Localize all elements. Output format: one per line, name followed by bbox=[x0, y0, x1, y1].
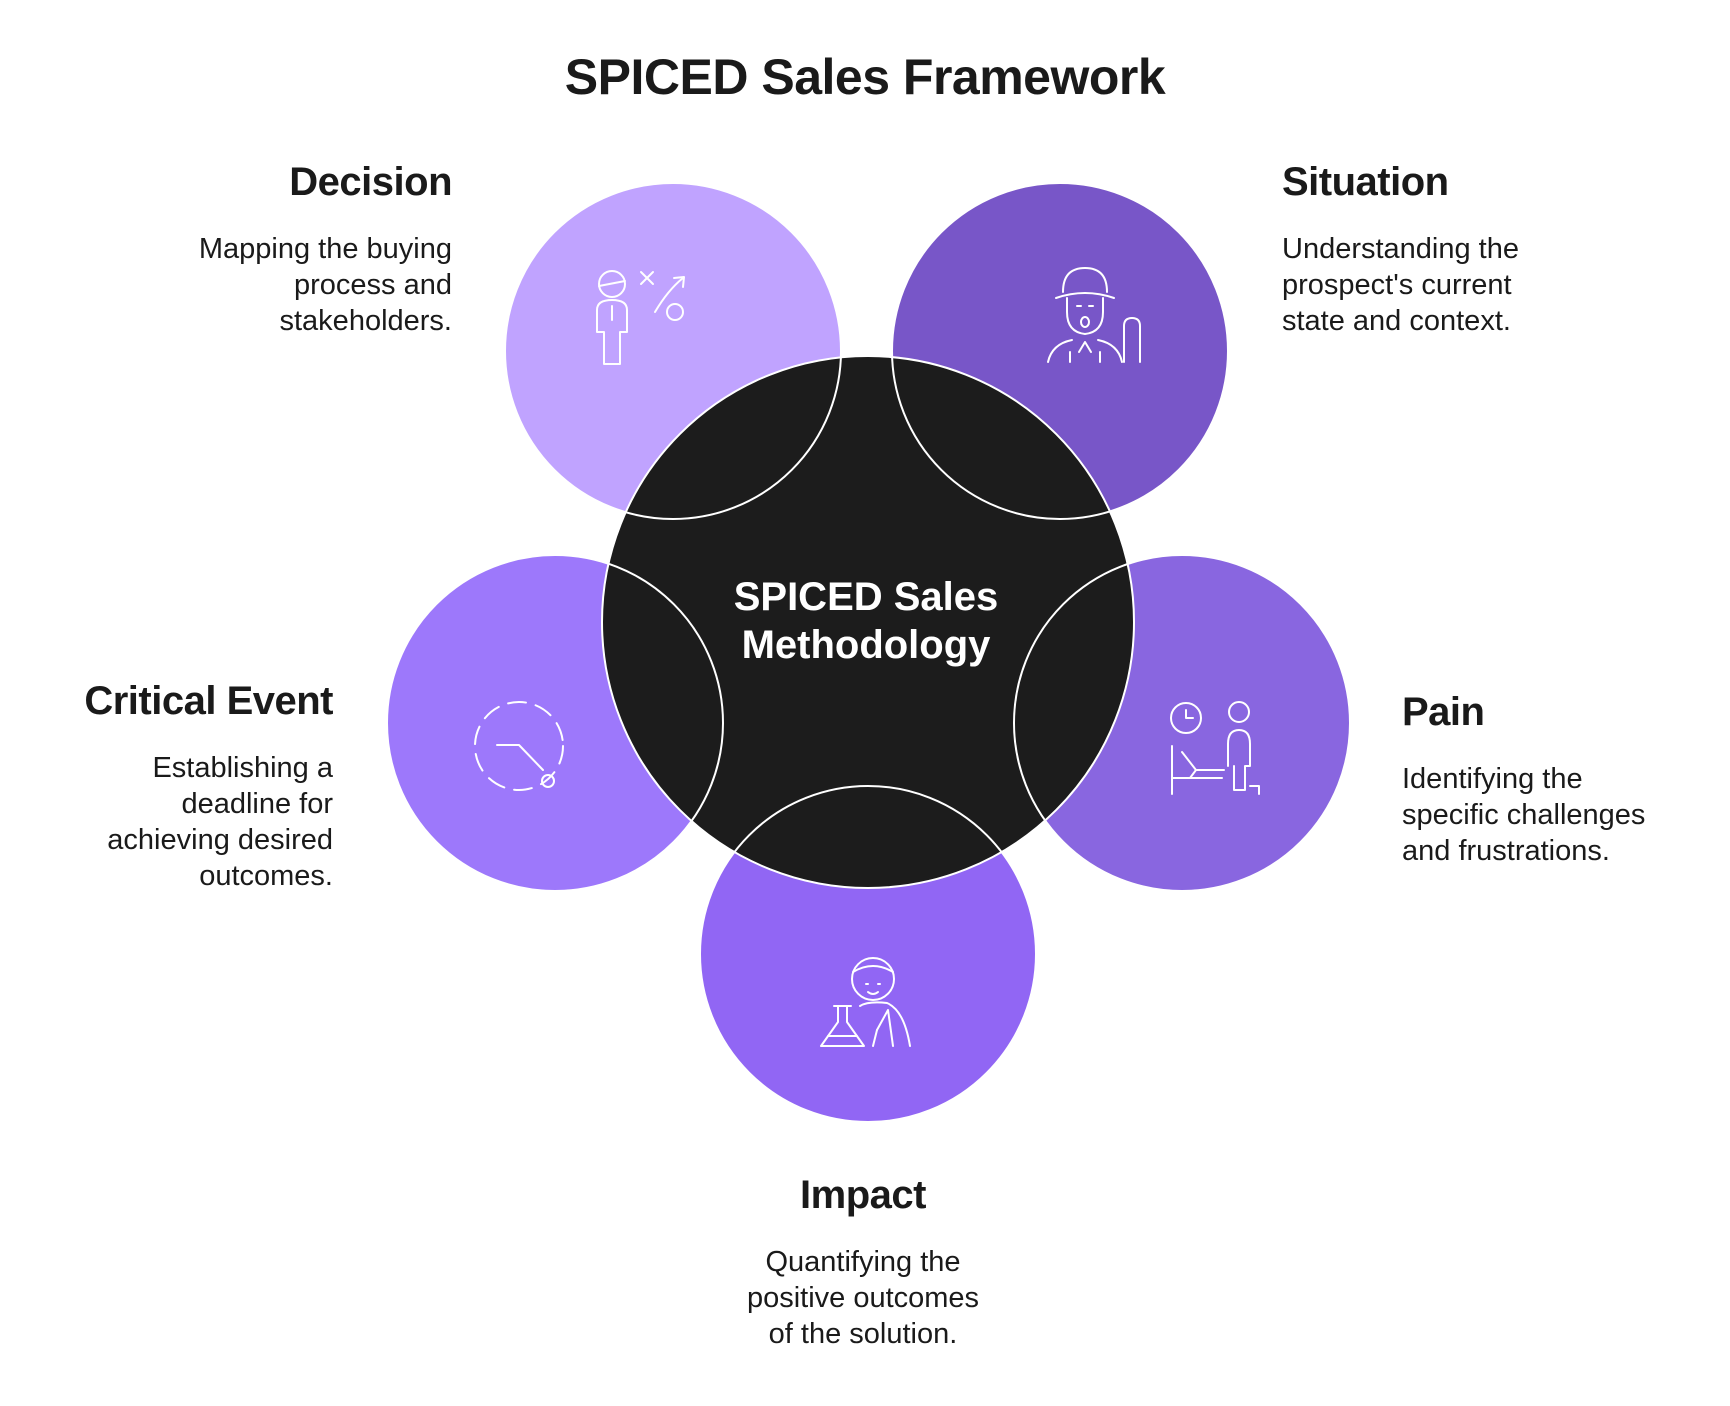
situation-outline bbox=[891, 182, 1229, 520]
center-outline bbox=[601, 355, 1135, 889]
impact-outline bbox=[699, 785, 1037, 1123]
strategy-person-icon bbox=[596, 270, 685, 365]
impact-title: Impact bbox=[800, 1173, 926, 1217]
pain-title: Pain bbox=[1402, 690, 1485, 734]
decision-block: Decision Mapping the buying process and … bbox=[92, 160, 453, 339]
situation-block: Situation Understanding the prospect's c… bbox=[1282, 160, 1662, 339]
pain-block: Pain Identifying the specific challenges… bbox=[1402, 690, 1722, 869]
diagram-title: SPICED Sales Framework bbox=[564, 49, 1166, 105]
pain-description: Identifying the specific challenges and … bbox=[1402, 763, 1646, 867]
decision-title: Decision bbox=[289, 160, 452, 204]
critical-event-description: Establishing a deadline for achieving de… bbox=[107, 752, 333, 892]
center-label-line2: Methodology bbox=[742, 623, 992, 667]
explorer-person-icon bbox=[1047, 267, 1141, 363]
impact-description: Quantifying the positive outcomes of the… bbox=[746, 1246, 980, 1350]
critical-event-block: Critical Event Establishing a deadline f… bbox=[13, 679, 333, 894]
situation-description: Understanding the prospect's current sta… bbox=[1282, 233, 1519, 337]
critical-event-outline bbox=[386, 554, 724, 892]
center-circle bbox=[602, 356, 1134, 888]
pain-outline bbox=[1013, 554, 1351, 892]
waiting-patient-icon bbox=[1170, 701, 1260, 795]
decision-description: Mapping the buying process and stakehold… bbox=[198, 233, 452, 337]
center-label-line1: SPICED Sales bbox=[734, 575, 999, 619]
situation-title: Situation bbox=[1282, 160, 1449, 204]
impact-block: Impact Quantifying the positive outcomes… bbox=[663, 1173, 1063, 1352]
decision-outline bbox=[504, 182, 842, 520]
dashed-timer-icon bbox=[474, 701, 564, 791]
critical-event-title: Critical Event bbox=[84, 679, 333, 723]
scientist-flask-icon bbox=[820, 957, 911, 1047]
